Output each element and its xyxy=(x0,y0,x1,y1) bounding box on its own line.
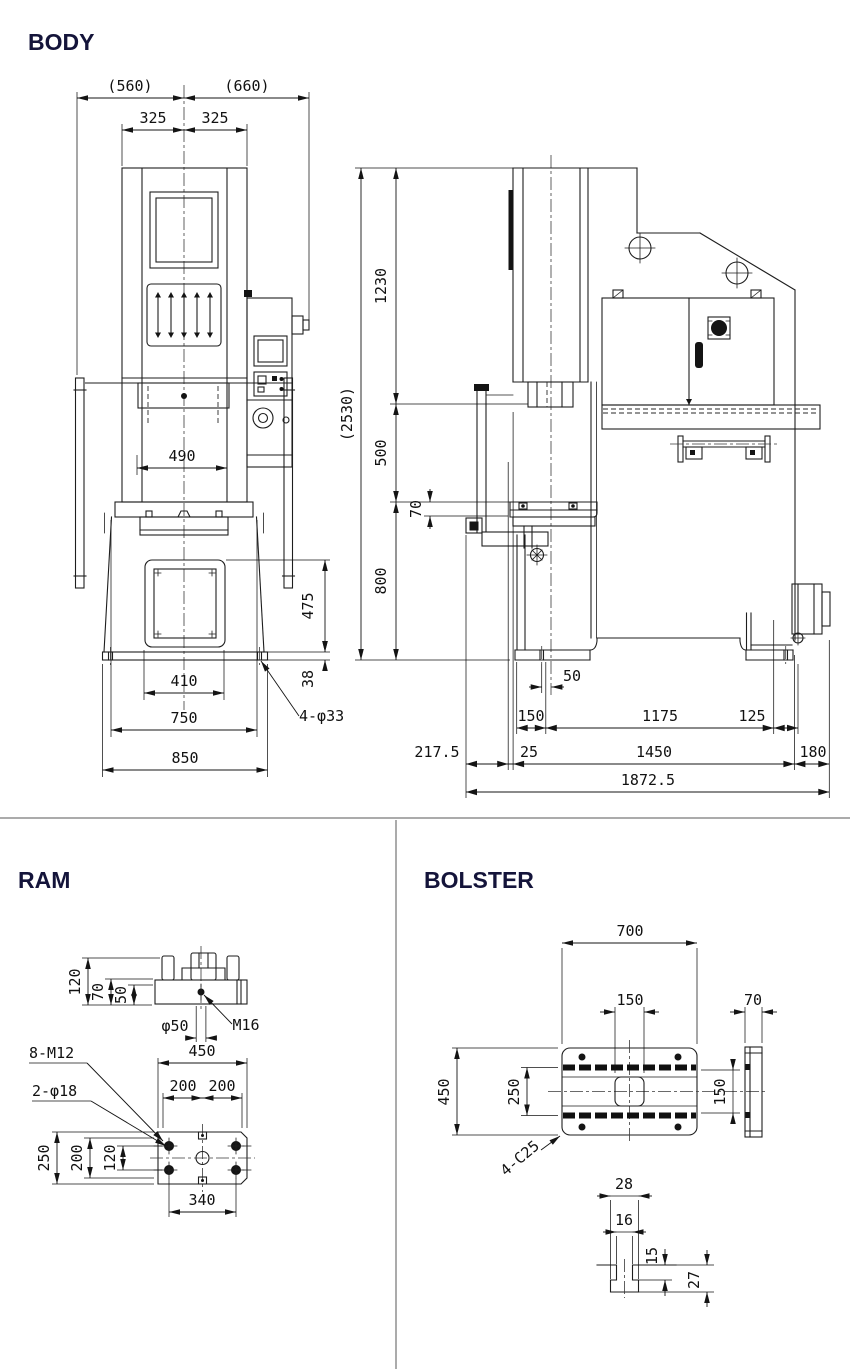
dim-25: 25 xyxy=(520,743,538,761)
body-front-dimensions: (560) (660) 325 325 490 475 38 410 xyxy=(76,77,344,777)
dim-200-ram-v: 200 xyxy=(68,1144,86,1171)
panel-buttons xyxy=(253,371,288,397)
dim-325-right: 325 xyxy=(201,109,228,127)
section-dividers xyxy=(0,817,850,1369)
dim-1175: 1175 xyxy=(642,707,678,725)
t-slot-detail: 28 16 15 27 xyxy=(596,1175,714,1307)
fan-icon xyxy=(711,320,727,336)
handle-bar xyxy=(670,435,778,463)
motor-unit xyxy=(745,583,831,651)
dim-800: 800 xyxy=(372,567,390,594)
dim-15: 15 xyxy=(643,1247,661,1265)
body-front-geometry xyxy=(73,85,310,710)
ram-bolt-holes xyxy=(160,1137,245,1179)
dim-27: 27 xyxy=(685,1271,703,1289)
ram-side-dimensions: 120 70 50 φ50 M16 xyxy=(66,957,260,1042)
door-handle xyxy=(695,342,703,368)
dim-50-side: 50 xyxy=(563,667,581,685)
dim-250-bolster: 250 xyxy=(505,1078,523,1105)
center-hole xyxy=(614,1076,645,1107)
bolster-side-assembly xyxy=(509,501,598,566)
note-4-phi33: 4-φ33 xyxy=(299,707,344,725)
dim-490: 490 xyxy=(168,447,195,465)
ram-side-geometry xyxy=(154,946,248,1012)
bolster-plan-geometry xyxy=(548,1040,768,1143)
dim-28: 28 xyxy=(615,1175,633,1193)
bolster-views: 700 150 450 250 150 70 4 xyxy=(435,922,777,1307)
note-2-phi18: 2-φ18 xyxy=(32,1082,77,1100)
note-8-m12: 8-M12 xyxy=(29,1044,74,1062)
dim-450-bolster: 450 xyxy=(435,1078,453,1105)
side-panel xyxy=(601,289,821,430)
ram-plan-dimensions: 450 200 200 250 200 120 340 8-M12 xyxy=(29,1042,248,1217)
dim-phi50: φ50 xyxy=(161,1017,188,1035)
dim-m16: M16 xyxy=(232,1016,259,1034)
bolster-dimensions: 700 150 450 250 150 70 4 xyxy=(435,922,777,1180)
dim-120-ram: 120 xyxy=(66,968,84,995)
dim-200b: 200 xyxy=(208,1077,235,1095)
dim-660: (660) xyxy=(224,77,269,95)
dim-50-ram: 50 xyxy=(112,986,130,1004)
dim-38: 38 xyxy=(299,670,317,688)
panel-knob xyxy=(252,407,274,429)
dim-70-side: 70 xyxy=(407,500,425,518)
dim-500: 500 xyxy=(372,439,390,466)
ram-title: RAM xyxy=(18,867,70,893)
dim-325-left: 325 xyxy=(139,109,166,127)
vent-slots xyxy=(155,292,213,338)
body-side-geometry xyxy=(465,155,831,695)
dim-200a: 200 xyxy=(169,1077,196,1095)
dim-340: 340 xyxy=(188,1191,215,1209)
dim-150-slot: 150 xyxy=(616,991,643,1009)
dim-250-ram: 250 xyxy=(35,1144,53,1171)
linear-scale xyxy=(465,384,549,547)
dim-700: 700 xyxy=(616,922,643,940)
note-4-c25: 4-C25 xyxy=(497,1137,543,1180)
crosshair-marks xyxy=(624,232,753,289)
dim-1872-5: 1872.5 xyxy=(621,771,675,789)
dim-2530: (2530) xyxy=(338,387,356,441)
body-side-view: (2530) 1230 500 800 70 50 150 1175 125 xyxy=(338,155,831,798)
dim-1230: 1230 xyxy=(372,268,390,304)
dim-70-ram: 70 xyxy=(89,983,107,1001)
dim-120-ram-v: 120 xyxy=(101,1144,119,1171)
dim-150-right: 150 xyxy=(711,1078,729,1105)
dim-70-bolster: 70 xyxy=(744,991,762,1009)
ram-plan-geometry xyxy=(150,1124,255,1192)
dim-560: (560) xyxy=(107,77,152,95)
body-front-view: (560) (660) 325 325 490 475 38 410 xyxy=(73,77,344,777)
dim-450-ram: 450 xyxy=(188,1042,215,1060)
control-panel-front xyxy=(244,290,310,468)
panel-screen xyxy=(253,335,288,367)
dim-125: 125 xyxy=(738,707,765,725)
ram-views: 120 70 50 φ50 M16 xyxy=(29,946,260,1217)
bolster-title: BOLSTER xyxy=(424,867,534,893)
dim-750: 750 xyxy=(170,709,197,727)
dim-150-seg: 150 xyxy=(517,707,544,725)
body-side-dimensions: (2530) 1230 500 800 70 50 150 1175 125 xyxy=(338,167,830,798)
dim-1450: 1450 xyxy=(636,743,672,761)
dim-475: 475 xyxy=(299,592,317,619)
dim-217-5: 217.5 xyxy=(414,743,459,761)
bolster-side-geometry xyxy=(744,1046,763,1138)
dim-410: 410 xyxy=(170,672,197,690)
dim-16: 16 xyxy=(615,1211,633,1229)
dim-850: 850 xyxy=(171,749,198,767)
body-title: BODY xyxy=(28,29,94,55)
dim-180: 180 xyxy=(799,743,826,761)
